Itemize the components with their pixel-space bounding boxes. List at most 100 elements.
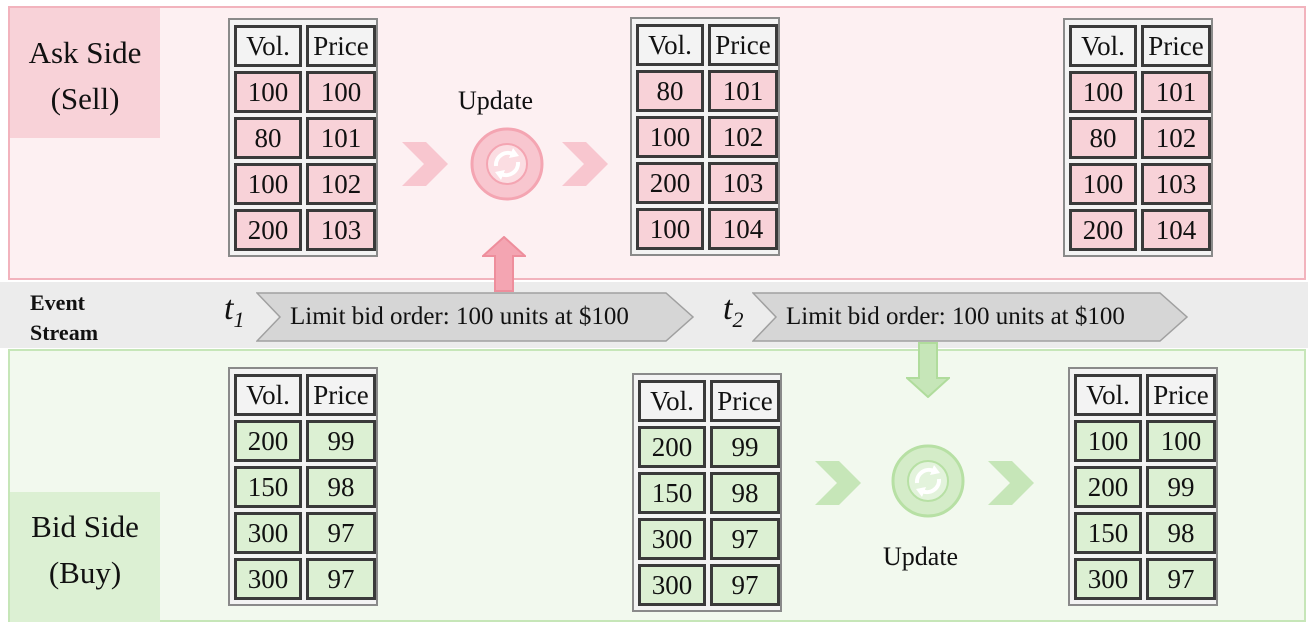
event-arrow-shape	[256, 292, 694, 342]
volume-cell: 80	[1069, 117, 1137, 159]
event-text-2: Limit bid order: 100 units at $100	[786, 303, 1125, 330]
volume-cell: 150	[234, 466, 302, 508]
volume-cell: 80	[636, 70, 704, 112]
event-arrow-2: Limit bid order: 100 units at $100	[752, 292, 1188, 342]
chevron-right-icon	[815, 461, 861, 505]
price-cell: 97	[306, 512, 376, 554]
price-cell: 97	[1146, 558, 1216, 600]
volume-cell: 100	[234, 163, 302, 205]
price-cell: 101	[306, 117, 376, 159]
arrow-down-icon	[906, 342, 950, 398]
price-cell: 101	[708, 70, 778, 112]
price-header: Price	[708, 24, 778, 66]
chevron-right-icon	[562, 142, 608, 186]
event-stream-label-line2: Stream	[30, 320, 99, 345]
volume-header: Vol.	[234, 25, 302, 67]
event-arrow-shape	[752, 292, 1188, 342]
price-cell: 104	[1141, 209, 1211, 251]
volume-cell: 100	[1069, 163, 1137, 205]
volume-cell: 100	[234, 71, 302, 113]
ask-update-label: Update	[458, 86, 534, 115]
ask-side-label: Ask Side (Sell)	[10, 8, 160, 138]
refresh-icon	[891, 444, 965, 518]
price-cell: 99	[1146, 466, 1216, 508]
event-time-t1: t1	[224, 290, 245, 332]
price-cell: 99	[710, 426, 780, 468]
volume-cell: 100	[1074, 420, 1142, 462]
price-header: Price	[1141, 25, 1211, 67]
volume-cell: 200	[636, 162, 704, 204]
chevron-right-icon	[988, 461, 1034, 505]
volume-cell: 150	[1074, 512, 1142, 554]
price-cell: 103	[1141, 163, 1211, 205]
volume-cell: 300	[638, 518, 706, 560]
volume-cell: 200	[1074, 466, 1142, 508]
price-cell: 102	[1141, 117, 1211, 159]
volume-cell: 200	[234, 420, 302, 462]
event-stream-label-line1: Event	[30, 290, 85, 315]
price-cell: 98	[710, 472, 780, 514]
volume-cell: 300	[1074, 558, 1142, 600]
volume-cell: 300	[234, 558, 302, 600]
price-cell: 103	[708, 162, 778, 204]
chevron-right-icon	[402, 142, 448, 186]
price-cell: 100	[306, 71, 376, 113]
table-header: Vol.Price	[638, 380, 780, 422]
refresh-icon	[470, 127, 544, 201]
price-header: Price	[710, 380, 780, 422]
table-header: Vol.Price	[234, 374, 376, 416]
event-text-1: Limit bid order: 100 units at $100	[290, 303, 629, 330]
volume-header: Vol.	[234, 374, 302, 416]
table-header: Vol.Price	[636, 24, 778, 66]
ask-side-label-line2: (Sell)	[50, 81, 120, 116]
price-cell: 97	[710, 564, 780, 606]
event-time-t2: t2	[723, 290, 744, 332]
price-cell: 97	[710, 518, 780, 560]
price-header: Price	[1146, 374, 1216, 416]
price-cell: 100	[1146, 420, 1216, 462]
volume-header: Vol.	[636, 24, 704, 66]
bid-update-label: Update	[883, 542, 959, 571]
price-cell: 99	[306, 420, 376, 462]
price-cell: 101	[1141, 71, 1211, 113]
volume-header: Vol.	[1074, 374, 1142, 416]
table-header: Vol.Price	[234, 25, 376, 67]
price-cell: 103	[306, 209, 376, 251]
price-cell: 102	[708, 116, 778, 158]
volume-cell: 200	[1069, 209, 1137, 251]
event-stream-label: Event Stream	[30, 288, 98, 348]
price-cell: 98	[1146, 512, 1216, 554]
price-header: Price	[306, 374, 376, 416]
event-arrow-1: Limit bid order: 100 units at $100	[256, 292, 694, 342]
price-cell: 104	[708, 208, 778, 250]
price-cell: 102	[306, 163, 376, 205]
ask-side-label-line1: Ask Side	[28, 35, 142, 70]
volume-cell: 300	[234, 512, 302, 554]
volume-header: Vol.	[638, 380, 706, 422]
volume-cell: 100	[1069, 71, 1137, 113]
arrow-up-icon	[482, 236, 526, 292]
